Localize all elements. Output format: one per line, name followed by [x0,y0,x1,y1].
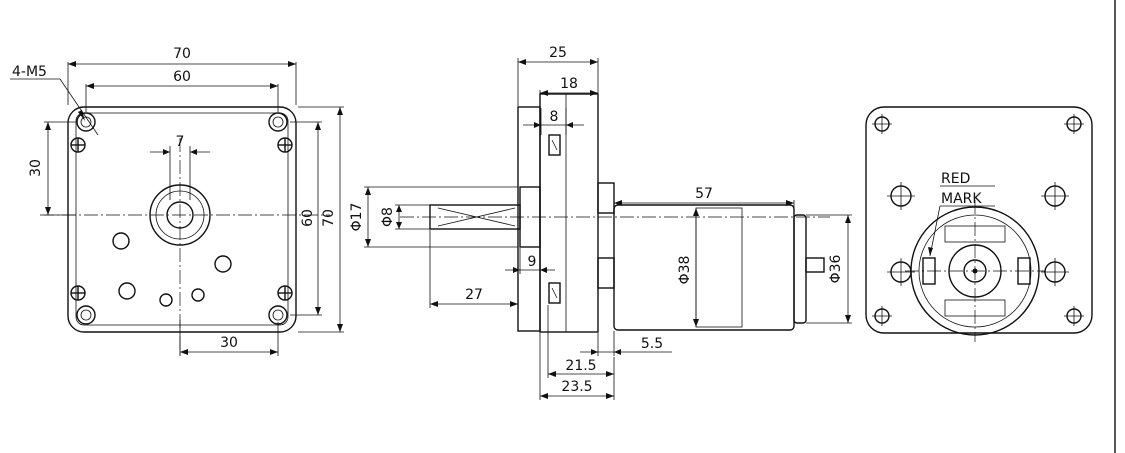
dim-lower-offset: 30 [179,320,279,356]
dim-overall-width-label: 70 [173,46,191,62]
gear-hole [214,255,232,273]
dim-len-b-label: 23.5 [561,379,592,395]
gear-hole [118,282,136,300]
side-terminal [805,257,825,273]
side-coupling-bottom [597,257,615,289]
dim-upper-offset-label: 30 [28,159,44,177]
dim-motor-dia-label: Φ38 [677,256,693,285]
front-view: 70 60 7 4-M5 [10,46,344,356]
rear-corner-hole [872,114,892,134]
screw-top-left [70,137,86,153]
mounting-hole-top-right [268,112,288,132]
dim-upper-offset: 30 [28,121,76,216]
side-view: 25 18 8 57 [349,45,852,400]
screw-top-right [277,137,293,153]
red-mark-label-1: RED [941,171,970,187]
dim-len-a-label: 21.5 [565,358,596,374]
rear-plate-outline [865,106,1093,334]
rear-inner-hole [1041,182,1069,210]
dim-body-depth-label: 18 [560,76,578,92]
gear-hole [191,288,205,302]
dim-step-label: 5.5 [641,336,663,352]
dim-gearbox-depth-label: 25 [549,45,567,61]
mounting-hole-bottom-left [76,305,96,325]
front-inner-outline [75,112,289,326]
side-screw-bottom [548,282,561,304]
dim-hole-spacing-h: 60 [85,69,279,112]
dim-shaft-length: 27 [429,230,519,308]
mounting-hole-bottom-right [268,305,288,325]
rear-corner-hole [1064,306,1084,326]
rear-inner-hole [887,182,915,210]
side-motor-can [613,204,795,331]
dim-len-a: 21.5 [547,305,614,378]
side-coupling-top [597,182,615,214]
dim-len-b: 23.5 [539,333,615,400]
dim-boss-dia-label: Φ17 [349,203,365,232]
dim-step: 5.5 [580,331,672,356]
dim-motor-length: 57 [613,186,795,213]
gear-hole [112,232,130,250]
dim-plate-thk-label: 9 [528,254,537,270]
dim-hole-spacing-v-label: 60 [300,209,316,227]
dim-motor-length-label: 57 [695,186,713,202]
dim-endcap-dia: Φ36 [806,214,852,324]
rear-bearing-inner [963,259,987,283]
rear-corner-hole [872,306,892,326]
dim-overall-width: 70 [67,46,297,105]
dim-boss-depth-label: 8 [550,109,559,125]
red-mark-label-2: MARK [941,191,982,207]
rear-corner-hole [1064,114,1084,134]
dim-gearbox-depth: 25 [517,45,599,106]
dim-boss-depth: 8 [523,108,584,135]
rear-inner-hole [1041,258,1069,286]
dim-overall-height-label: 70 [321,209,337,227]
gear-hole [159,293,173,307]
side-motor-band [695,207,743,328]
dim-plate-thk: 9 [505,248,555,274]
screw-bottom-right [277,285,293,301]
dim-shaft-flat: 7 [150,134,210,200]
dim-boss-dia: Φ17 [349,186,518,248]
dim-shaft-dia: Φ8 [380,204,430,230]
red-mark-callout: RED MARK [928,171,995,257]
dim-shaft-flat-label: 7 [176,134,185,150]
side-endcap [793,214,807,324]
dim-lower-offset-label: 30 [220,335,238,351]
dim-endcap-dia-label: Φ36 [828,254,844,283]
dim-shaft-dia-label: Φ8 [380,207,396,227]
side-screw-top [548,134,561,156]
screw-bottom-left [70,285,86,301]
hole-callout-label: 4-M5 [12,64,47,80]
dim-overall-height: 70 [298,106,344,333]
dim-body-depth: 18 [539,76,598,106]
dim-hole-spacing-v: 60 [290,121,322,316]
dim-hole-spacing-h-label: 60 [173,69,191,85]
rear-view: RED MARK [865,106,1093,342]
hole-callout: 4-M5 [10,64,99,136]
dim-shaft-length-label: 27 [465,287,483,303]
side-front-plate [517,106,541,332]
front-plate-outline [67,106,297,333]
dim-motor-dia: Φ38 [677,208,699,327]
mounting-hole-top-left [76,112,96,132]
